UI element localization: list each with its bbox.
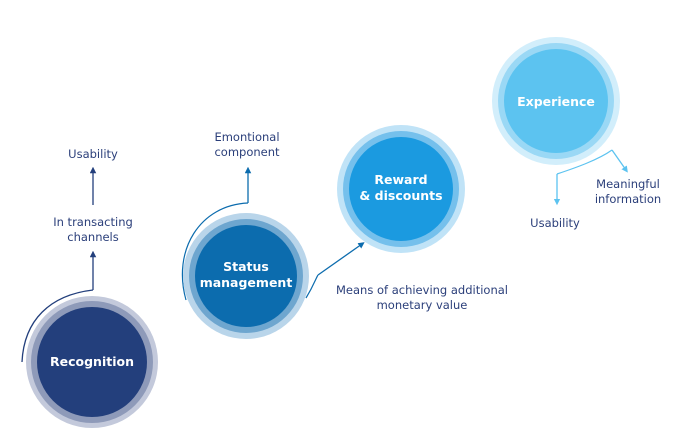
recognition-arc-connector (21, 289, 94, 363)
reward-title-line-2: & discounts (359, 188, 443, 203)
arrow-to-reward (317, 242, 365, 276)
note-usability-experience: Usability (515, 216, 595, 231)
note-usability-recognition: Usability (53, 147, 133, 162)
note-line: component (214, 145, 280, 159)
note-line: monetary value (376, 298, 468, 312)
reward-title-line-1: Reward (374, 172, 428, 187)
recognition-title-line: Recognition (50, 354, 134, 369)
status-arc-connector (181, 202, 249, 301)
experience-arc-connector (556, 149, 613, 175)
note-line: Means of achieving additional (335, 283, 508, 297)
note-line: Usability (68, 147, 118, 161)
experience-title-line: Experience (517, 94, 595, 109)
note-line: channels (67, 230, 119, 244)
status-management-title: Status management (200, 259, 293, 291)
status-title-line-2: management (199, 275, 293, 290)
note-line: In transacting (53, 215, 133, 229)
recognition-title: Recognition (50, 354, 134, 370)
reward-discounts-title: Reward & discounts (359, 172, 442, 204)
status-management-circle (183, 213, 309, 339)
experience-circle (492, 37, 620, 165)
note-monetary-value: Means of achieving additional monetary v… (322, 283, 522, 313)
recognition-circle (26, 296, 158, 428)
status-to-reward-connector (305, 274, 319, 299)
status-title-line-1: Status (223, 259, 269, 274)
note-line: Meaningful (596, 177, 660, 191)
note-emotional-component: Emontional component (197, 130, 297, 160)
experience-title: Experience (517, 94, 595, 110)
note-in-transacting-channels: In transacting channels (43, 215, 143, 245)
reward-discounts-circle (337, 125, 465, 253)
note-line: Usability (530, 216, 580, 230)
note-line: Emontional (214, 130, 280, 144)
note-meaningful-information: Meaningful information (583, 177, 673, 207)
arrow-to-meaningful (611, 149, 628, 173)
note-line: information (594, 192, 662, 206)
